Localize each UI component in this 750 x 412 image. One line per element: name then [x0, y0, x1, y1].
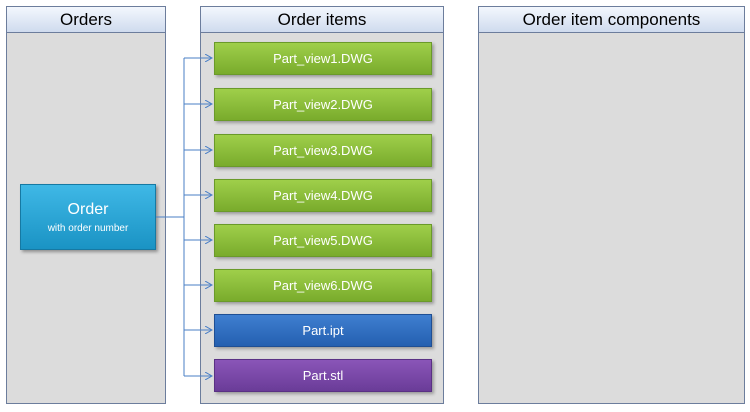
order-item-components-panel: Order item components: [478, 6, 745, 404]
order-node[interactable]: Order with order number: [20, 184, 156, 250]
order-item-part-view3[interactable]: Part_view3.DWG: [214, 134, 432, 167]
order-items-panel-title: Order items: [201, 7, 443, 33]
order-node-subtitle: with order number: [47, 223, 129, 234]
orders-panel-title: Orders: [7, 7, 165, 33]
order-item-part-view6[interactable]: Part_view6.DWG: [214, 269, 432, 302]
order-node-title: Order: [67, 201, 109, 218]
order-item-part-stl[interactable]: Part.stl: [214, 359, 432, 392]
order-item-part-view1[interactable]: Part_view1.DWG: [214, 42, 432, 75]
order-item-part-view5[interactable]: Part_view5.DWG: [214, 224, 432, 257]
order-item-components-panel-title: Order item components: [479, 7, 744, 33]
order-item-part-view2[interactable]: Part_view2.DWG: [214, 88, 432, 121]
order-item-part-view4[interactable]: Part_view4.DWG: [214, 179, 432, 212]
order-item-part-ipt[interactable]: Part.ipt: [214, 314, 432, 347]
